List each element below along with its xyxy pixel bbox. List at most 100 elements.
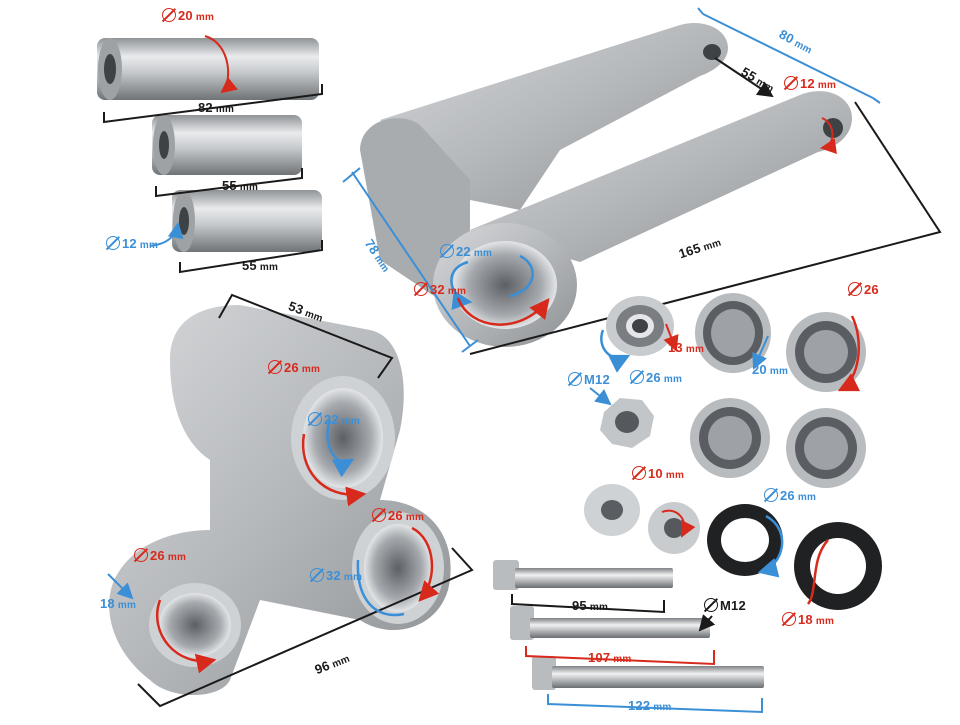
diameter-icon (568, 372, 582, 386)
value: 10 (648, 466, 663, 481)
unit: mm (167, 552, 187, 563)
value: 32 (326, 568, 341, 583)
ball-bearing (606, 296, 674, 356)
unit: mm (301, 364, 321, 375)
value: 107 (588, 650, 611, 665)
diameter-icon (784, 76, 798, 90)
needle-outer-label: 26 (848, 282, 879, 297)
value: 13 (668, 340, 683, 355)
diameter-icon (372, 508, 386, 522)
value: 26 (646, 370, 661, 385)
value: 18 (798, 612, 813, 627)
value: 82 (198, 100, 213, 115)
needle-bearing-4 (786, 408, 866, 488)
diameter-icon (630, 370, 644, 384)
bolt-long (532, 656, 764, 690)
value: 22 (456, 244, 471, 259)
value: 32 (430, 282, 445, 297)
value: M12 (720, 598, 746, 613)
pin-medium (152, 115, 302, 175)
diameter-icon (782, 612, 796, 626)
value: 18 (100, 596, 115, 611)
value: 12 (122, 236, 137, 251)
linkage-arm (360, 22, 852, 347)
diameter-icon (268, 360, 282, 374)
value: 26 (284, 360, 299, 375)
unit: mm (341, 416, 361, 427)
diameter-icon (134, 548, 148, 562)
value: 26 (864, 282, 879, 297)
unit: mm (663, 374, 683, 385)
value: 26 (780, 488, 795, 503)
needle-bearing-2 (786, 312, 866, 392)
spacer-bushing (648, 502, 700, 554)
diameter-icon (764, 488, 778, 502)
value: 122 (628, 698, 651, 713)
bolt-short (493, 560, 673, 590)
unit: mm (343, 572, 363, 583)
diameter-icon (414, 282, 428, 296)
value: 55 (222, 178, 237, 193)
unit: mm (117, 600, 137, 611)
value: 95 (572, 598, 587, 613)
unit: mm (653, 702, 672, 713)
seal-1 (707, 504, 783, 576)
flange-nut (600, 398, 654, 448)
bolt-thread-label: M12 (704, 598, 746, 613)
needle-bearing-3 (690, 398, 770, 478)
spacer-washer (584, 484, 640, 536)
value: 20 (752, 362, 767, 377)
unit: mm (259, 262, 279, 273)
unit: mm (665, 470, 685, 481)
value: 26 (150, 548, 165, 563)
value: M12 (584, 372, 610, 387)
pin-small (172, 190, 322, 252)
unit: mm (215, 104, 235, 115)
value: 26 (388, 508, 403, 523)
unit: mm (817, 80, 837, 91)
bolt-medium (510, 606, 710, 640)
needle-bearing-1 (695, 293, 771, 373)
unit: mm (405, 512, 425, 523)
value: 20 (178, 8, 193, 23)
unit: mm (815, 616, 835, 627)
seal-2 (794, 522, 882, 610)
value: 22 (324, 412, 339, 427)
diameter-icon (704, 598, 718, 612)
diameter-icon (310, 568, 324, 582)
nut-size-label: M12 (568, 372, 610, 387)
diameter-icon (848, 282, 862, 296)
unit: mm (685, 344, 705, 355)
unit: mm (797, 492, 817, 503)
diameter-icon (106, 236, 120, 250)
diameter-icon (440, 244, 454, 258)
unit: mm (589, 602, 609, 613)
diameter-icon (308, 412, 322, 426)
diameter-icon (162, 8, 176, 22)
pin-large (97, 38, 319, 100)
